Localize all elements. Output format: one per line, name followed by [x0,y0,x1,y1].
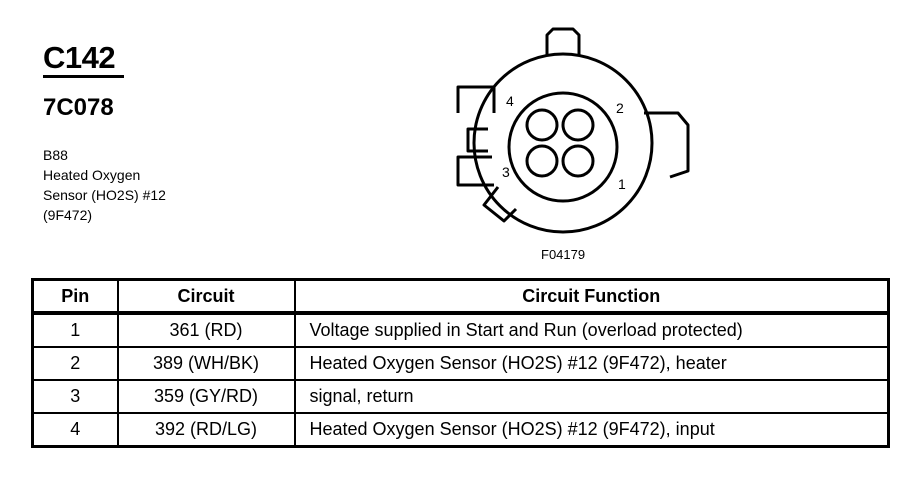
description-line: B88 [43,147,68,163]
pin-label-4: 4 [506,93,514,109]
pin-cavity-1 [561,144,595,178]
connector-left-notch [466,127,488,153]
pin-cavity-4 [525,108,559,142]
connector-latch [545,27,581,55]
circuit-cell: 361 (RD) [116,312,296,348]
part-number: 7C078 [43,94,114,121]
pin-label-1: 1 [618,176,626,192]
pin-cavity-2 [561,108,595,142]
column-header-circuit-function: Circuit Function [293,278,890,315]
pin-cell: 4 [31,412,119,448]
description-line: Sensor (HO2S) #12 [43,187,166,203]
pin-cell: 3 [31,379,119,414]
connector-id: C142 [43,40,116,75]
connector-description: B88 Heated Oxygen Sensor (HO2S) #12 (9F4… [43,145,166,225]
circuit-cell: 392 (RD/LG) [116,412,296,448]
connector-right-tab [644,111,690,179]
column-header-circuit: Circuit [116,278,296,315]
connector-left-tab [456,85,496,113]
function-cell: Heated Oxygen Sensor (HO2S) #12 (9F472),… [293,412,890,448]
function-cell: Heated Oxygen Sensor (HO2S) #12 (9F472),… [293,346,890,381]
circuit-cell: 359 (GY/RD) [116,379,296,414]
connector-face-diagram: 1 2 3 4 [456,27,690,234]
circuit-cell: 389 (WH/BK) [116,346,296,381]
table-row: 3 359 (GY/RD) signal, return [31,379,890,414]
connector-inner-face [507,91,619,203]
pin-label-3: 3 [502,164,510,180]
function-cell: Voltage supplied in Start and Run (overl… [293,312,890,348]
pin-cavity-3 [525,144,559,178]
pin-label-2: 2 [616,100,624,116]
function-cell: signal, return [293,379,890,414]
pin-cell: 1 [31,312,119,348]
column-header-pin: Pin [31,278,119,315]
description-line: Heated Oxygen [43,167,141,183]
connector-housing [472,52,654,234]
table-header-row: Pin Circuit Circuit Function [31,278,890,315]
table-row: 4 392 (RD/LG) Heated Oxygen Sensor (HO2S… [31,412,890,448]
pinout-table: Pin Circuit Circuit Function 1 361 (RD) … [31,278,890,448]
figure-id: F04179 [541,247,586,262]
table-row: 1 361 (RD) Voltage supplied in Start and… [31,312,890,348]
description-line: (9F472) [43,207,93,223]
table-row: 2 389 (WH/BK) Heated Oxygen Sensor (HO2S… [31,346,890,381]
pin-cell: 2 [31,346,119,381]
connector-id-underline [43,75,124,78]
